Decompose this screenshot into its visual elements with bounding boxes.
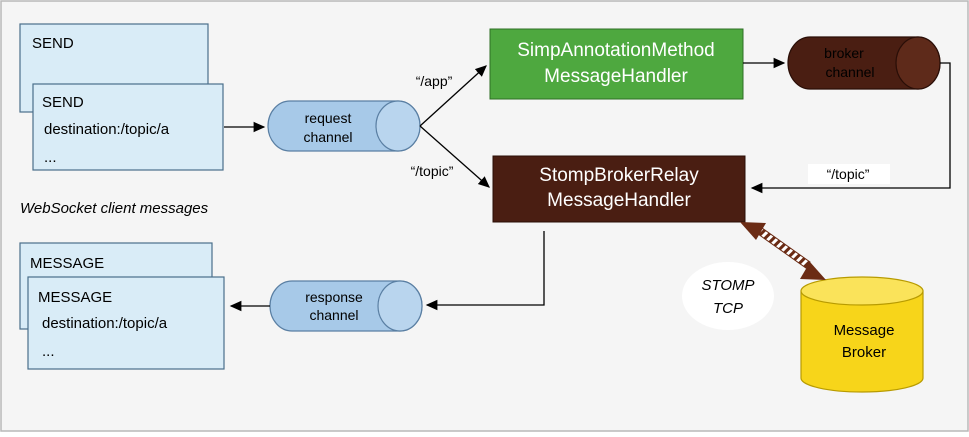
message-broker-line1: Message — [834, 322, 895, 339]
arrow-request-to-relay — [419, 125, 490, 188]
app-destination-label: “/app” — [416, 73, 453, 89]
request-channel: request channel — [267, 100, 421, 152]
relay-handler-line1: StompBrokerRelay — [539, 165, 699, 186]
message-front-box — [27, 276, 225, 370]
broker-channel-line2: channel — [825, 64, 874, 80]
simp-annotation-handler-box — [489, 28, 744, 100]
stomp-label: STOMP — [701, 277, 754, 294]
response-channel-line2: channel — [309, 307, 358, 323]
send-front-destination: destination:/topic/a — [44, 121, 170, 138]
stomp-tcp-arrow — [740, 222, 826, 280]
send-back-title: SEND — [32, 35, 74, 52]
send-front-ellipsis: ... — [44, 149, 57, 166]
simp-handler-line2: MessageHandler — [544, 66, 688, 87]
request-channel-line1: request — [305, 110, 352, 126]
client-messages-caption: WebSocket client messages — [20, 200, 209, 217]
topic-broker-label: “/topic” — [827, 166, 870, 182]
send-front-title: SEND — [42, 94, 84, 111]
arrow-request-to-simp — [419, 65, 487, 127]
topic-destination-label: “/topic” — [411, 163, 454, 179]
stomp-relay-handler-box — [492, 155, 746, 223]
send-message-front-box — [32, 83, 224, 171]
message-broker: Message Broker — [800, 276, 924, 393]
simp-handler-line1: SimpAnnotationMethod — [517, 40, 715, 61]
message-back-title: MESSAGE — [30, 255, 104, 272]
arrow-relay-to-response — [425, 231, 545, 311]
topic-broker-label-bg — [808, 164, 890, 184]
message-broker-line2: Broker — [842, 344, 886, 361]
message-front-destination: destination:/topic/a — [42, 315, 168, 332]
message-front-ellipsis: ... — [42, 343, 55, 360]
tcp-label: TCP — [713, 300, 743, 317]
broker-channel: broker channel — [787, 36, 941, 90]
arrow-broker-channel-to-relay — [750, 62, 951, 194]
request-channel-line2: channel — [303, 129, 352, 145]
response-channel-line1: response — [305, 289, 363, 305]
stomp-tcp-bubble — [682, 262, 774, 330]
relay-handler-line2: MessageHandler — [547, 190, 691, 211]
broker-channel-line1: broker — [824, 45, 864, 61]
response-channel: response channel — [269, 280, 423, 332]
message-front-title: MESSAGE — [38, 289, 112, 306]
